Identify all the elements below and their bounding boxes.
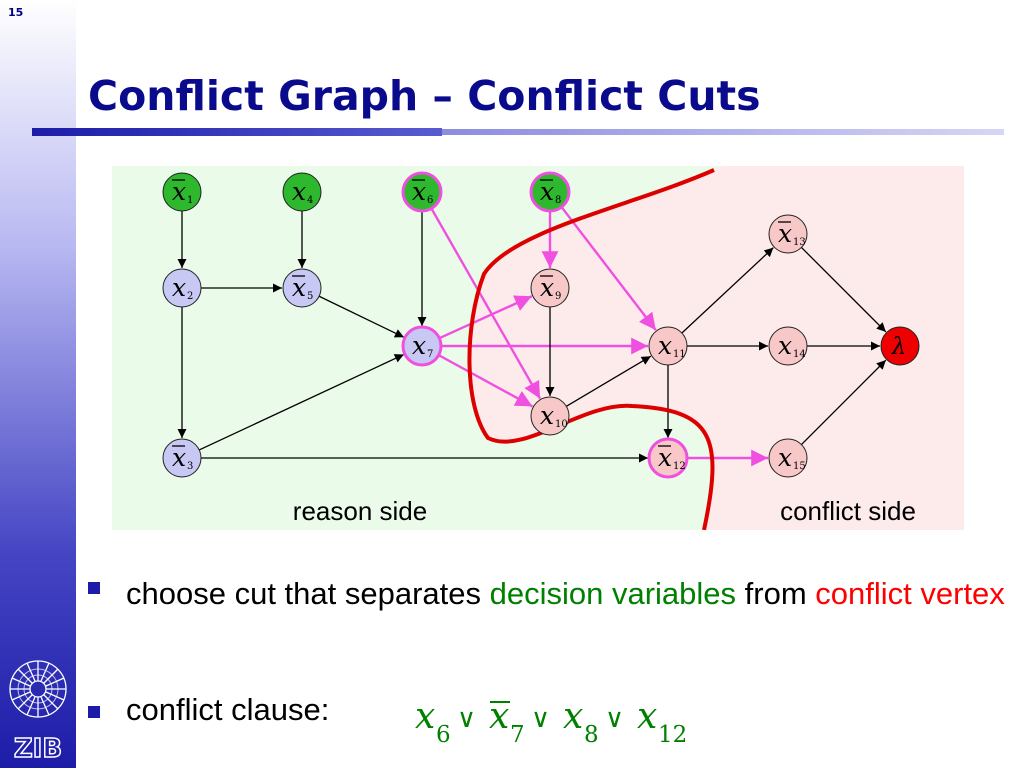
reason-side-label: reason side xyxy=(293,496,427,526)
conflict-cut-line xyxy=(467,168,715,530)
bullet-text: conflict clause: xyxy=(126,692,330,727)
node-label: x xyxy=(540,273,554,302)
cut-edge-x6-x10 xyxy=(430,207,542,400)
svg-text:x: x xyxy=(415,696,435,737)
edge-x13-lambda xyxy=(800,246,887,333)
node-label: x xyxy=(540,177,554,206)
bullet-text: choose cut that separates decision varia… xyxy=(126,568,1006,620)
svg-text:x: x xyxy=(563,696,583,737)
node-label: x xyxy=(658,331,672,360)
edge-x11-x13 xyxy=(681,247,774,334)
slide-title: Conflict Graph – Conflict Cuts xyxy=(88,72,761,120)
title-underline xyxy=(32,128,1004,138)
edge-x3-x7 xyxy=(198,353,405,451)
bullet-text-part: from xyxy=(736,576,816,611)
node-label: x xyxy=(778,443,792,472)
slide-number: 15 xyxy=(8,6,24,19)
decision-variables-highlight: decision variables xyxy=(489,576,737,611)
svg-text:12: 12 xyxy=(658,722,687,748)
logo-text: ZIB xyxy=(14,734,62,763)
node-subscript: 9 xyxy=(555,291,561,302)
or-operator: ∨ xyxy=(531,704,550,734)
sidebar-band: 15 ZIB xyxy=(0,0,76,768)
node-label: x xyxy=(292,177,306,206)
or-operator: ∨ xyxy=(605,704,624,734)
edge-x5-x7 xyxy=(318,295,405,338)
node-label: x xyxy=(658,443,672,472)
node-label: x xyxy=(540,401,554,430)
node-label: x xyxy=(412,177,426,206)
svg-text:x: x xyxy=(637,696,657,737)
node-subscript: 12 xyxy=(673,461,686,472)
node-label: x xyxy=(172,273,186,302)
svg-text:8: 8 xyxy=(584,722,599,748)
node-label: x xyxy=(778,331,792,360)
conflict-vertex-highlight: conflict vertex xyxy=(815,576,1005,611)
cut-edge-x7-x9 xyxy=(438,295,533,340)
node-subscript: 1 xyxy=(187,195,193,206)
cut-edge-x7-x10 xyxy=(438,354,534,408)
node-label: x xyxy=(172,443,186,472)
node-subscript: 2 xyxy=(187,291,193,302)
conflict-side-region xyxy=(469,166,964,530)
edge-x10-x11 xyxy=(566,355,652,407)
node-subscript: 8 xyxy=(555,195,561,206)
node-subscript: 14 xyxy=(793,349,806,360)
node-label: λ xyxy=(891,334,907,360)
edge-x15-lambda xyxy=(800,359,887,446)
node-subscript: 15 xyxy=(793,461,806,472)
node-subscript: 4 xyxy=(307,195,313,206)
node-subscript: 5 xyxy=(307,291,313,302)
node-label: x xyxy=(172,177,186,206)
bullet-text-part: choose cut that separates xyxy=(126,576,490,611)
node-subscript: 10 xyxy=(555,419,568,430)
node-subscript: 3 xyxy=(187,461,193,472)
node-subscript: 13 xyxy=(793,237,806,248)
node-subscript: 7 xyxy=(427,349,433,360)
node-subscript: 6 xyxy=(427,195,433,206)
conflict-side-label: conflict side xyxy=(780,496,916,526)
bullet-square-icon xyxy=(88,706,100,718)
svg-text:x: x xyxy=(489,696,509,737)
zib-logo: ZIB xyxy=(9,660,67,763)
bullet-square-icon xyxy=(88,582,100,594)
node-label: x xyxy=(292,273,306,302)
node-label: x xyxy=(778,219,792,248)
svg-text:6: 6 xyxy=(436,722,451,748)
or-operator: ∨ xyxy=(457,704,476,734)
node-label: x xyxy=(412,331,426,360)
node-subscript: 11 xyxy=(673,349,686,360)
svg-text:7: 7 xyxy=(510,722,525,748)
node-lambda: λ xyxy=(880,326,920,366)
cut-edge-x8-x11 xyxy=(560,206,657,331)
